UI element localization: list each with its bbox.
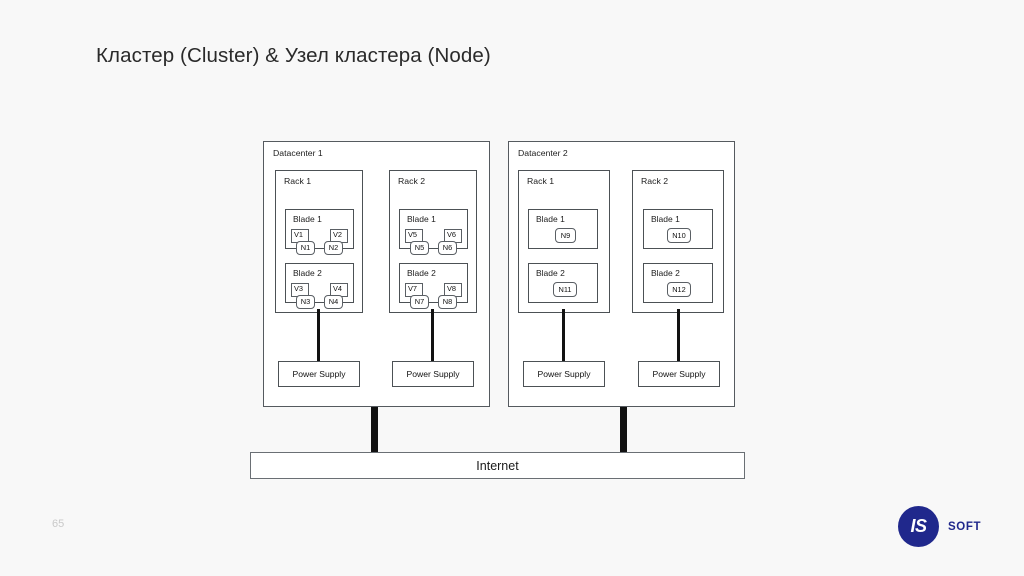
blade-label: Blade 2 [407, 268, 436, 278]
power-cable [431, 309, 434, 361]
rack-label: Rack 2 [641, 176, 669, 186]
power-supply-box: Power Supply [638, 361, 720, 387]
node-link [312, 302, 328, 304]
blade-label: Blade 2 [651, 268, 680, 278]
node-box[interactable]: N5 [410, 241, 429, 255]
power-cable [562, 309, 565, 361]
rack-label: Rack 1 [527, 176, 555, 186]
blade-label: Blade 1 [293, 214, 322, 224]
internet-uplink-cable-datacenter-2 [620, 407, 627, 457]
is-logo-icon: IS [898, 506, 939, 547]
power-cable [317, 309, 320, 361]
internet-uplink-cable-datacenter-1 [371, 407, 378, 457]
node-box[interactable]: N7 [410, 295, 429, 309]
power-supply-box: Power Supply [523, 361, 605, 387]
node-box[interactable]: N9 [555, 228, 576, 243]
node-box[interactable]: N12 [667, 282, 691, 297]
node-link [426, 248, 442, 250]
node-box[interactable]: N6 [438, 241, 457, 255]
node-box[interactable]: N2 [324, 241, 343, 255]
vm-box[interactable]: V3 [291, 283, 309, 297]
node-link [312, 248, 328, 250]
power-supply-box: Power Supply [278, 361, 360, 387]
datacenter-2-label: Datacenter 2 [518, 148, 568, 158]
node-box[interactable]: N8 [438, 295, 457, 309]
blade-label: Blade 1 [651, 214, 680, 224]
rack-label: Rack 1 [284, 176, 312, 186]
node-box[interactable]: N1 [296, 241, 315, 255]
vm-box[interactable]: V7 [405, 283, 423, 297]
blade-label: Blade 1 [407, 214, 436, 224]
node-link [426, 302, 442, 304]
rack-label: Rack 2 [398, 176, 426, 186]
blade-label: Blade 2 [293, 268, 322, 278]
internet-bar: Internet [250, 452, 745, 479]
brand-logo: IS SOFT [898, 506, 981, 547]
logo-wordmark: SOFT [948, 520, 982, 533]
node-box[interactable]: N4 [324, 295, 343, 309]
blade-label: Blade 2 [536, 268, 565, 278]
page-title: Кластер (Cluster) & Узел кластера (Node) [96, 44, 491, 67]
node-box[interactable]: N11 [553, 282, 577, 297]
blade-label: Blade 1 [536, 214, 565, 224]
power-cable [677, 309, 680, 361]
page-number: 65 [52, 518, 65, 530]
power-supply-box: Power Supply [392, 361, 474, 387]
node-box[interactable]: N3 [296, 295, 315, 309]
datacenter-1-label: Datacenter 1 [273, 148, 323, 158]
node-box[interactable]: N10 [667, 228, 691, 243]
